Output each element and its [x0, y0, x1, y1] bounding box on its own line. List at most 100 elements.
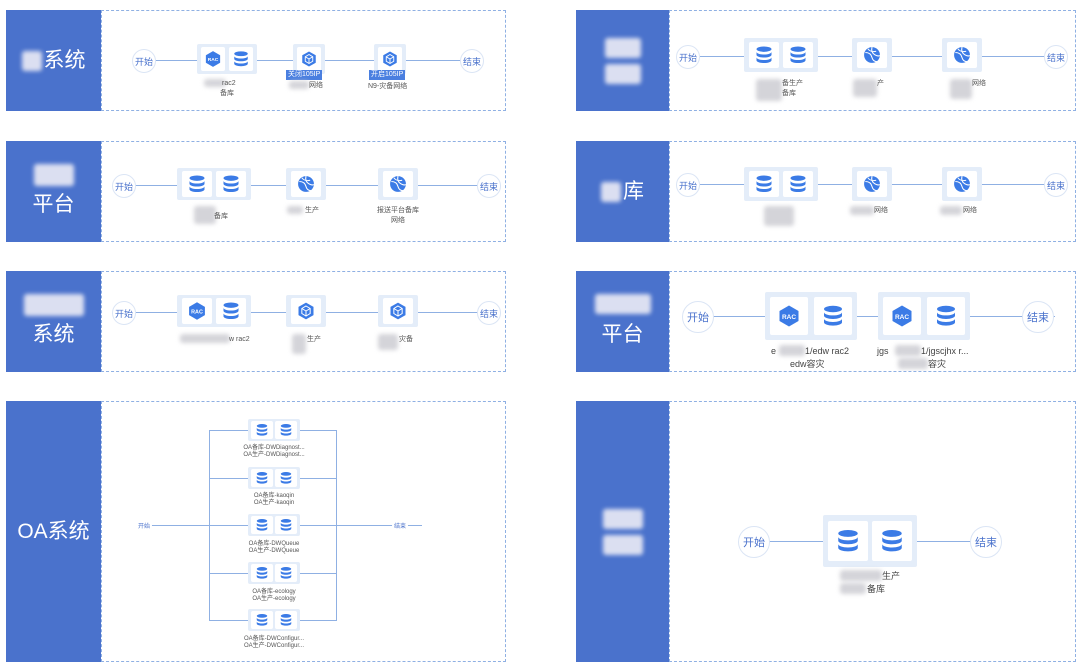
start-node[interactable]: 开始: [682, 301, 714, 333]
panel-title: 系统: [6, 10, 101, 111]
oa-db-pair-4[interactable]: [248, 562, 300, 584]
db-pair-node[interactable]: [177, 168, 251, 200]
panel-title-text: OA系统: [17, 519, 90, 543]
rac-icon: [204, 50, 222, 68]
node-label: 网络: [963, 207, 977, 214]
database-icon: [835, 528, 861, 554]
label-smear: [287, 206, 303, 214]
database-icon: [788, 45, 808, 65]
flow-area: 开始 w rac2 生产 灾备 结束: [101, 271, 506, 372]
title-smear: [594, 293, 651, 314]
node-label: 备库: [867, 584, 886, 594]
database-icon: [754, 45, 774, 65]
db-rac-node[interactable]: [177, 295, 251, 327]
label-smear: [204, 79, 226, 87]
network-node[interactable]: [378, 168, 418, 200]
panel-title: 系统: [6, 271, 101, 372]
start-node[interactable]: 开始: [676, 45, 700, 69]
ip-tag: 关闭105IP: [286, 70, 323, 80]
node-label: OA备库-DWQueue: [248, 541, 300, 547]
start-node[interactable]: 开始: [738, 526, 770, 558]
label-smear: [840, 583, 866, 594]
database-icon: [934, 304, 958, 328]
start-node[interactable]: 开始: [136, 517, 152, 533]
flow-area: 开始 e 1/edw rac2 edw容灾 jgs 1/jgscjhx r...…: [669, 271, 1076, 372]
rac-icon: [890, 304, 914, 328]
title-smear: [602, 508, 643, 529]
db-rac-node[interactable]: [765, 292, 857, 340]
node-label: OA备库-ecology: [252, 589, 296, 595]
label-smear: [940, 206, 962, 215]
database-icon: [255, 471, 269, 485]
panel-system-5: 开始 备生产 备库 产 网络 结束: [576, 10, 1076, 111]
database-icon: [221, 174, 241, 194]
db-pair-node[interactable]: [823, 515, 917, 567]
oa-db-pair-2[interactable]: [248, 467, 300, 489]
panel-title-text: 平台: [32, 192, 75, 216]
network-node[interactable]: [286, 168, 326, 200]
oa-db-pair-3[interactable]: [248, 514, 300, 536]
network-node[interactable]: [942, 167, 982, 201]
node-label: OA备库-kaoqin: [253, 493, 295, 499]
label-smear: [840, 570, 882, 581]
panel-system-2: 平台 开始 备库 生产 报送平台备库 网络 结束: [6, 141, 506, 242]
database-icon: [255, 613, 269, 627]
node-label: edw容灾: [790, 359, 825, 369]
panel-title-text: 系统: [43, 48, 86, 72]
title-smear: [33, 163, 74, 186]
end-node[interactable]: 结束: [392, 517, 408, 533]
database-icon: [279, 566, 293, 580]
panel-title: OA系统: [6, 401, 101, 662]
node-label: 网络: [972, 80, 986, 87]
network-node[interactable]: [374, 44, 406, 74]
end-node[interactable]: 结束: [477, 174, 501, 198]
database-icon: [754, 174, 774, 194]
label-smear: [779, 345, 805, 356]
title-smear: [602, 534, 643, 555]
end-node[interactable]: 结束: [460, 49, 484, 73]
globe-icon: [296, 174, 316, 194]
start-node[interactable]: 开始: [112, 174, 136, 198]
network-node[interactable]: [293, 44, 325, 74]
label-smear: [895, 345, 921, 356]
db-pair-node[interactable]: [744, 38, 818, 72]
network-node[interactable]: [286, 295, 326, 327]
network-node[interactable]: [942, 38, 982, 72]
node-label: 报送平台备库: [377, 207, 419, 214]
node-label: OA生产-kaoqin: [253, 500, 295, 506]
node-label: 备库: [782, 90, 796, 97]
db-rac-node[interactable]: [197, 44, 257, 74]
end-node[interactable]: 结束: [970, 526, 1002, 558]
cube-icon: [296, 301, 316, 321]
network-node[interactable]: [852, 38, 892, 72]
start-node[interactable]: 开始: [132, 49, 156, 73]
end-node[interactable]: 结束: [1044, 45, 1068, 69]
label-smear: [289, 81, 309, 89]
node-label: 网络: [309, 82, 323, 89]
database-icon: [788, 174, 808, 194]
label-smear: [292, 334, 306, 354]
start-node[interactable]: 开始: [112, 301, 136, 325]
title-smear: [604, 37, 641, 58]
panel-oa-system: OA系统 开始 结束 OA备库-DWDiagnost... OA生产-DWDia…: [6, 401, 506, 662]
network-node[interactable]: [852, 167, 892, 201]
end-node[interactable]: 结束: [1044, 173, 1068, 197]
end-node[interactable]: 结束: [1022, 301, 1054, 333]
db-rac-node[interactable]: [878, 292, 970, 340]
flow-area: 开始 备库 生产 报送平台备库 网络 结束: [101, 141, 506, 242]
label-smear: [378, 334, 398, 350]
end-node[interactable]: 结束: [477, 301, 501, 325]
network-node[interactable]: [378, 295, 418, 327]
database-icon: [279, 471, 293, 485]
label-smear: [898, 358, 928, 369]
flow-area: 开始 备生产 备库 产 网络 结束: [669, 10, 1076, 111]
oa-db-pair-5[interactable]: [248, 609, 300, 631]
title-smear: [601, 181, 621, 202]
start-node[interactable]: 开始: [676, 173, 700, 197]
node-label: 生产: [305, 207, 319, 214]
oa-db-pair-1[interactable]: [248, 419, 300, 441]
label-smear: [194, 206, 216, 224]
node-label: N9-灾备网络: [368, 83, 408, 90]
db-pair-node[interactable]: [744, 167, 818, 201]
cube-icon: [388, 301, 408, 321]
